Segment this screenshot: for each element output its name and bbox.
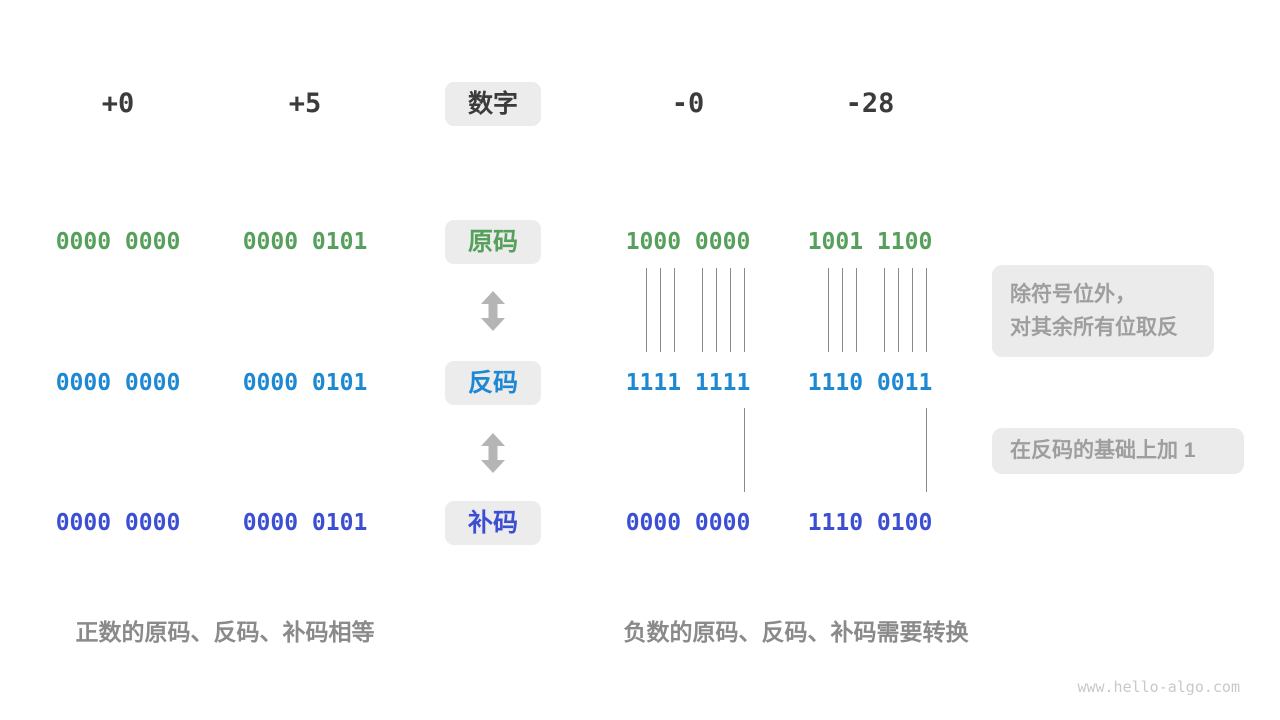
bit-flip-line [744,268,745,352]
sign-magnitude-neg-zero: 1000 0000 [625,229,751,255]
ones-complement-pos-five: 0000 0101 [242,370,368,396]
flip-bits-note-line1: 除符号位外， [1010,283,1136,306]
sign-magnitude-neg-28: 1001 1100 [807,229,933,255]
number-header-neg-zero: -0 [671,88,705,119]
updown-arrow-icon [481,433,505,473]
bit-flip-line [646,268,647,352]
negative-numbers-caption: 负数的原码、反码、补码需要转换 [623,619,969,645]
ones-complement-label-box: 反码 [445,361,541,405]
twos-complement-label-box: 补码 [445,501,541,545]
sign-magnitude-label-box: 原码 [445,220,541,264]
positive-numbers-caption: 正数的原码、反码、补码相等 [75,619,375,645]
twos-complement-neg-28: 1110 0100 [807,510,933,536]
twos-complement-neg-zero: 0000 0000 [625,510,751,536]
updown-arrow-icon [481,291,505,331]
bit-flip-line [842,268,843,352]
bit-flip-line [926,268,927,352]
number-header-pos-zero: +0 [101,88,135,119]
bit-flip-line [884,268,885,352]
number-header-neg-28: -28 [845,88,895,119]
ones-complement-neg-zero: 1111 1111 [625,370,751,396]
bit-flip-line [828,268,829,352]
bit-flip-line [856,268,857,352]
ones-complement-pos-zero: 0000 0000 [55,370,181,396]
number-label-box: 数字 [445,82,541,126]
bit-flip-line [912,268,913,352]
twos-complement-pos-five: 0000 0101 [242,510,368,536]
bit-flip-line [674,268,675,352]
flip-bits-note-line2: 对其余所有位取反 [1010,316,1178,339]
sign-magnitude-pos-zero: 0000 0000 [55,229,181,255]
bit-flip-line [898,268,899,352]
bit-flip-line [730,268,731,352]
twos-complement-pos-zero: 0000 0000 [55,510,181,536]
add-one-line [744,408,745,492]
number-header-pos-five: +5 [288,88,322,119]
add-one-line [926,408,927,492]
ones-complement-neg-28: 1110 0011 [807,370,933,396]
bit-flip-line [716,268,717,352]
watermark: www.hello-algo.com [1077,678,1240,696]
bit-flip-line [660,268,661,352]
add-one-note: 在反码的基础上加 1 [992,428,1244,474]
sign-magnitude-pos-five: 0000 0101 [242,229,368,255]
flip-bits-note: 除符号位外， 对其余所有位取反 [992,265,1214,357]
bit-flip-line [702,268,703,352]
